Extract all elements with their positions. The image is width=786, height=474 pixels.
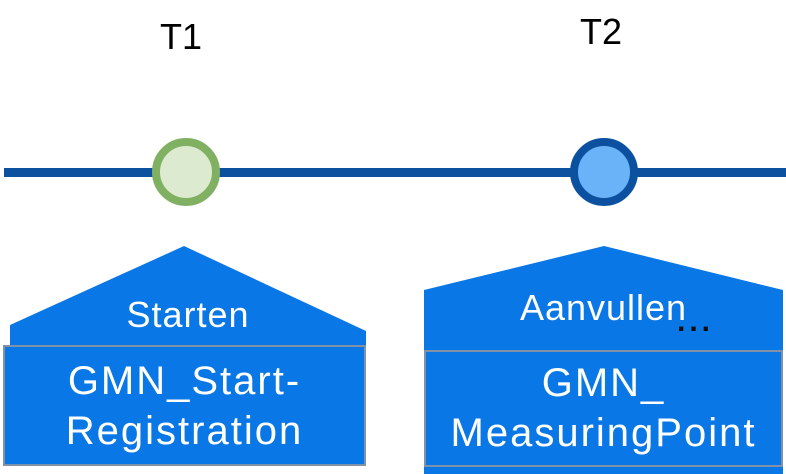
timeline-label-t1: T1 [159,16,202,57]
aanvullen-action-label: Aanvullen [519,287,688,328]
box-title-line: MeasuringPoint [450,411,757,455]
gmn-measuringpoint-box: GMN_ MeasuringPoint [424,350,783,467]
box-title-line: GMN_Start- [67,359,302,403]
box-title-line: Registration [65,409,304,453]
box-title-line: GMN_ [541,361,666,405]
ellipsis-text: ... [677,305,715,338]
timeline-label-t2: T2 [579,11,622,52]
box-title: GMN_Start- Registration [5,356,364,456]
starten-action-label: Starten [126,294,250,335]
timeline-marker-t1 [152,138,220,206]
box-title: GMN_ MeasuringPoint [426,358,781,458]
timeline-axis [4,168,786,177]
gmn-start-registration-box: GMN_Start- Registration [3,345,366,466]
timeline-marker-t2 [570,138,638,206]
